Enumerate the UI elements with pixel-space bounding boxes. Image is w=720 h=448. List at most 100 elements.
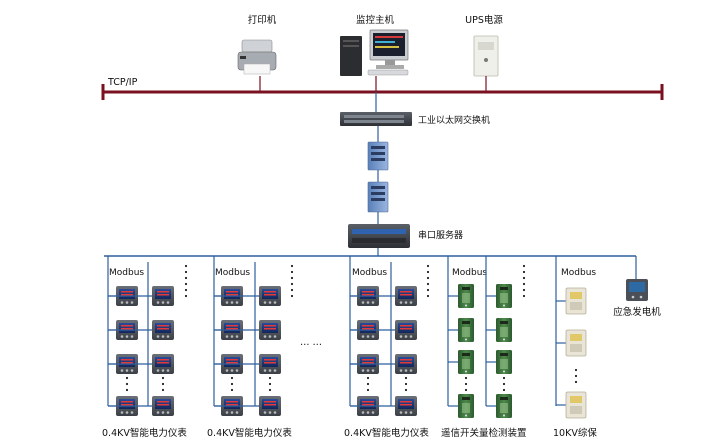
power-meter-icon (395, 320, 417, 340)
continuation-dot (184, 270, 188, 274)
group-name-label: 0.4KV智能电力仪表 (207, 427, 292, 439)
monitor-host-icon (340, 29, 409, 76)
generator-label: 应急发电机 (613, 306, 661, 318)
continuation-dot (268, 388, 272, 392)
group-bus-label: Modbus (352, 268, 387, 278)
signal-detector-icon (458, 350, 474, 374)
continuation-dot (230, 376, 234, 380)
signal-detector-icon (458, 318, 474, 342)
continuation-dot (268, 376, 272, 380)
power-meter-icon (395, 396, 417, 416)
group-bus-label: Modbus (109, 268, 144, 278)
continuation-dot (426, 270, 430, 274)
continuation-dot (366, 388, 370, 392)
continuation-dot (426, 294, 430, 298)
continuation-dot (522, 282, 526, 286)
power-meter-icon (152, 286, 174, 306)
industrial-switch-icon (340, 112, 412, 126)
power-meter-icon (152, 320, 174, 340)
continuation-dot (184, 288, 188, 292)
continuation-dot (502, 376, 506, 380)
continuation-dot (522, 276, 526, 280)
serial-server-label: 串口服务器 (418, 229, 463, 241)
group-name-label: 遥信开关量检测装置 (441, 427, 527, 439)
continuation-dot (522, 270, 526, 274)
continuation-dot (290, 276, 294, 280)
signal-detector-icon (458, 394, 474, 418)
group-bus-label: Modbus (215, 268, 250, 278)
power-meter-icon (259, 354, 281, 374)
tcpip-bus (101, 84, 664, 100)
continuation-dot (184, 264, 188, 268)
printer-label: 打印机 (248, 14, 277, 26)
power-meter-icon (152, 396, 174, 416)
group-name-label: 10KV综保 (553, 427, 597, 439)
continuation-dot (404, 382, 408, 386)
continuation-dot (574, 368, 578, 372)
ups-label: UPS电源 (465, 14, 503, 26)
protection-relay-icon (565, 287, 587, 315)
continuation-dot (125, 388, 129, 392)
protection-relay-icon (565, 391, 587, 419)
continuation-dot (290, 282, 294, 286)
continuation-dot (184, 282, 188, 286)
continuation-dot (161, 382, 165, 386)
continuation-dot (184, 294, 188, 298)
power-meter-icon (395, 354, 417, 374)
continuation-dot (426, 288, 430, 292)
continuation-dot (574, 380, 578, 384)
continuation-dot (230, 382, 234, 386)
field-devices (107, 256, 637, 419)
signal-detector-icon (496, 318, 512, 342)
industrial-switch-label: 工业以太网交换机 (418, 114, 490, 126)
group-name-label: 0.4KV智能电力仪表 (344, 427, 429, 439)
power-meter-icon (259, 396, 281, 416)
continuation-dot (161, 376, 165, 380)
ups-icon (473, 35, 499, 77)
serial-server-icon (348, 224, 410, 248)
continuation-dot (522, 264, 526, 268)
continuation-dot (161, 388, 165, 392)
media-converter-icon (367, 141, 389, 171)
continuation-dot (230, 388, 234, 392)
continuation-dot (502, 382, 506, 386)
signal-detector-icon (496, 394, 512, 418)
continuation-dot (125, 382, 129, 386)
group-bus-label: Modbus (561, 268, 596, 278)
continuation-dot (290, 270, 294, 274)
continuation-dot (290, 264, 294, 268)
group-bus-label: Modbus (452, 268, 487, 278)
power-meter-icon (259, 320, 281, 340)
continuation-dot (464, 388, 468, 392)
continuation-dot (522, 294, 526, 298)
continuation-dot (522, 288, 526, 292)
continuation-dot (574, 374, 578, 378)
generator-controller-icon (626, 279, 648, 301)
media-converter-icon (367, 181, 389, 213)
group-name-label: 0.4KV智能电力仪表 (102, 427, 187, 439)
continuation-dot (125, 376, 129, 380)
continuation-dot (404, 376, 408, 380)
signal-detector-icon (496, 284, 512, 308)
monitor-host-label: 监控主机 (356, 14, 395, 26)
continuation-dot (366, 382, 370, 386)
continuation-dot (184, 276, 188, 280)
power-meter-icon (395, 286, 417, 306)
continuation-dot (404, 388, 408, 392)
power-meter-icon (152, 354, 174, 374)
signal-detector-icon (496, 350, 512, 374)
continuation-dot (426, 282, 430, 286)
continuation-dot (502, 388, 506, 392)
tcpip-label: TCP/IP (107, 77, 138, 88)
continuation-dot (290, 288, 294, 292)
continuation-dot (426, 264, 430, 268)
group-ellipsis: … … (300, 337, 322, 348)
signal-detector-icon (458, 284, 474, 308)
power-meter-icon (259, 286, 281, 306)
continuation-dot (464, 382, 468, 386)
continuation-dot (290, 294, 294, 298)
printer-icon (237, 39, 277, 75)
continuation-dot (366, 376, 370, 380)
protection-relay-icon (565, 329, 587, 357)
